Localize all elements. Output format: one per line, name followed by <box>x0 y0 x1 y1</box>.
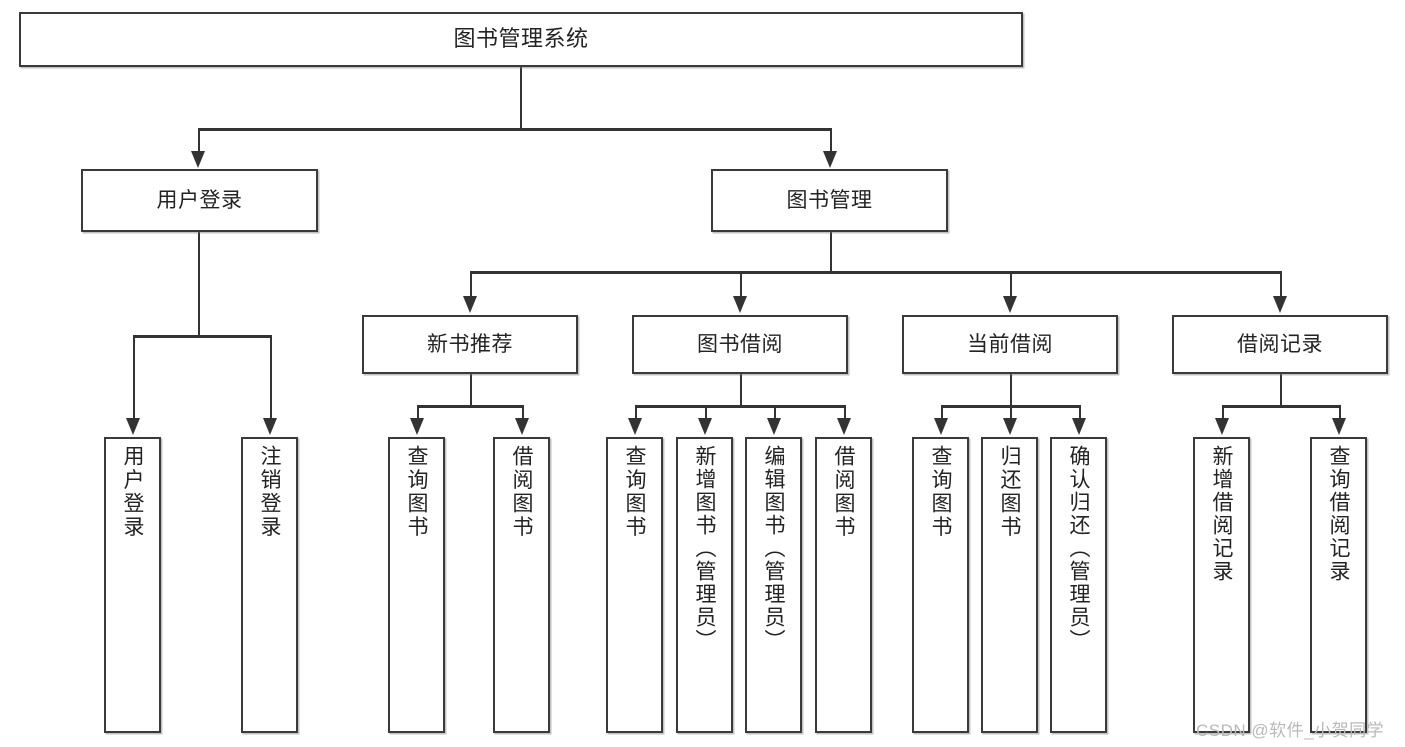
connector-br-to-leaf1 <box>1221 405 1224 420</box>
arrow-to-new-book-recommend <box>463 296 477 313</box>
leaf-add-borrow-record[interactable]: 新增借阅记录 <box>1193 437 1250 733</box>
arrow-user-login-to-leaf2 <box>263 418 277 435</box>
node-label: 查询图书 <box>929 445 952 539</box>
connector-new-book-recommend-bar <box>417 405 523 408</box>
arrow-to-borrow-record <box>1273 296 1287 313</box>
node-label: 图书管理 <box>786 188 873 212</box>
arrow-root-to-book-manage <box>823 151 837 168</box>
connector-book-borrow-bar <box>635 405 845 408</box>
leaf-edit-book-admin[interactable]: 编辑图书（管理员） <box>745 437 802 733</box>
connector-to-borrow-record <box>1279 271 1282 298</box>
node-label: 编辑图书（管理员） <box>762 445 785 652</box>
connector-bb-to-leaf2 <box>704 405 707 420</box>
connector-root-to-user-login <box>197 128 200 153</box>
node-label: 用户登录 <box>156 188 243 212</box>
leaf-query-book-current[interactable]: 查询图书 <box>912 437 969 733</box>
arrow-br-to-leaf1 <box>1215 418 1229 435</box>
arrow-to-current-borrow <box>1003 296 1017 313</box>
leaf-borrow-book[interactable]: 借阅图书 <box>815 437 872 733</box>
arrow-bb-to-leaf2 <box>698 418 712 435</box>
arrow-br-to-leaf2 <box>1332 418 1346 435</box>
node-new-book-recommend[interactable]: 新书推荐 <box>362 315 578 374</box>
leaf-add-book-admin[interactable]: 新增图书（管理员） <box>676 437 733 733</box>
leaf-user-login[interactable]: 用户登录 <box>104 437 161 733</box>
leaf-query-book-recommend[interactable]: 查询图书 <box>388 437 445 733</box>
connector-new-book-recommend-stem <box>469 374 472 405</box>
arrow-bb-to-leaf1 <box>628 418 642 435</box>
node-label: 借阅图书 <box>832 445 855 539</box>
connector-cb-to-leaf2 <box>1009 405 1012 420</box>
node-label: 查询借阅记录 <box>1327 445 1350 583</box>
connector-book-borrow-stem <box>739 374 742 405</box>
node-label: 查询图书 <box>405 445 428 539</box>
connector-root-to-book-manage <box>829 128 832 153</box>
connector-bb-to-leaf4 <box>843 405 846 420</box>
node-label: 新书推荐 <box>427 332 513 356</box>
connector-to-book-borrow <box>739 271 742 298</box>
connector-to-new-book-recommend <box>469 271 472 298</box>
arrow-nbr-to-leaf1 <box>410 418 424 435</box>
node-label: 新增图书（管理员） <box>693 445 716 652</box>
node-book-manage[interactable]: 图书管理 <box>711 169 948 232</box>
leaf-confirm-return-admin[interactable]: 确认归还（管理员） <box>1050 437 1107 733</box>
node-label: 注销登录 <box>258 445 281 539</box>
connector-book-manage-stem <box>829 232 832 271</box>
node-label: 图书借阅 <box>697 332 783 356</box>
connector-borrow-record-stem <box>1279 374 1282 405</box>
connector-to-current-borrow <box>1009 271 1012 298</box>
connector-user-login-stem <box>197 232 200 335</box>
leaf-query-book-borrow[interactable]: 查询图书 <box>606 437 663 733</box>
connector-bb-to-leaf3 <box>773 405 776 420</box>
node-label: 图书管理系统 <box>453 26 589 52</box>
arrow-cb-to-leaf2 <box>1003 418 1017 435</box>
connector-bb-to-leaf1 <box>634 405 637 420</box>
connector-user-login-bar <box>133 335 271 338</box>
node-label: 借阅记录 <box>1237 332 1323 356</box>
node-label: 新增借阅记录 <box>1210 445 1233 583</box>
node-label: 当前借阅 <box>967 332 1053 356</box>
connector-book-manage-bar <box>470 271 1280 274</box>
connector-br-to-leaf2 <box>1338 405 1341 420</box>
leaf-query-borrow-record[interactable]: 查询借阅记录 <box>1310 437 1367 733</box>
connector-nbr-to-leaf1 <box>416 405 419 420</box>
arrow-to-book-borrow <box>733 296 747 313</box>
connector-current-borrow-stem <box>1009 374 1012 405</box>
leaf-return-book[interactable]: 归还图书 <box>981 437 1038 733</box>
connector-cb-to-leaf1 <box>940 405 943 420</box>
arrow-user-login-to-leaf1 <box>126 418 140 435</box>
connector-root-stem <box>519 67 522 128</box>
arrow-nbr-to-leaf2 <box>515 418 529 435</box>
connector-borrow-record-bar <box>1222 405 1340 408</box>
node-borrow-record[interactable]: 借阅记录 <box>1172 315 1388 374</box>
node-user-login[interactable]: 用户登录 <box>81 169 318 232</box>
node-label: 用户登录 <box>121 445 144 539</box>
node-label: 确认归还（管理员） <box>1067 445 1090 652</box>
connector-user-login-to-leaf2 <box>269 335 272 420</box>
node-current-borrow[interactable]: 当前借阅 <box>902 315 1118 374</box>
connector-root-bar <box>198 128 832 131</box>
connector-cb-to-leaf3 <box>1078 405 1081 420</box>
connector-nbr-to-leaf2 <box>521 405 524 420</box>
arrow-cb-to-leaf1 <box>934 418 948 435</box>
arrow-root-to-user-login <box>191 151 205 168</box>
leaf-borrow-book-recommend[interactable]: 借阅图书 <box>493 437 550 733</box>
node-label: 归还图书 <box>998 445 1021 539</box>
arrow-cb-to-leaf3 <box>1072 418 1086 435</box>
arrow-bb-to-leaf3 <box>767 418 781 435</box>
arrow-bb-to-leaf4 <box>837 418 851 435</box>
node-book-borrow[interactable]: 图书借阅 <box>632 315 848 374</box>
connector-user-login-to-leaf1 <box>132 335 135 420</box>
node-label: 借阅图书 <box>510 445 533 539</box>
leaf-logout-login[interactable]: 注销登录 <box>241 437 298 733</box>
node-root-book-management-system[interactable]: 图书管理系统 <box>19 12 1023 67</box>
node-label: 查询图书 <box>623 445 646 539</box>
